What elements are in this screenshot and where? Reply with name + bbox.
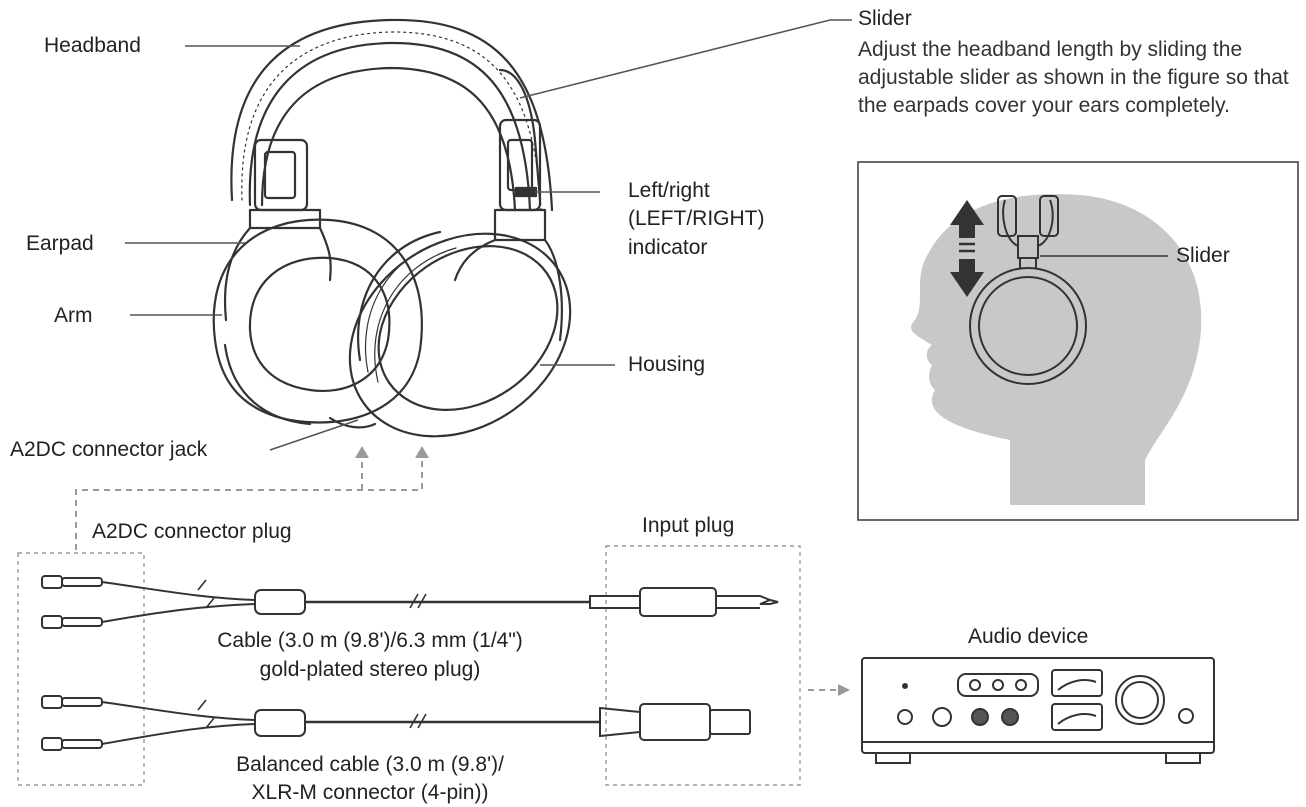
headphones-illustration (212, 18, 572, 438)
cable-breaks (197, 579, 427, 729)
label-cable1-line1: Cable (3.0 m (9.8')/6.3 mm (1/4") (217, 629, 523, 652)
label-inset-slider: Slider (1176, 244, 1230, 267)
label-slider-title: Slider (858, 7, 912, 30)
label-cable2-line1: Balanced cable (3.0 m (9.8')/ (236, 753, 504, 776)
label-a2dc-jack: A2DC connector jack (10, 438, 208, 461)
label-headband: Headband (44, 34, 141, 57)
connection-arrows (75, 458, 840, 691)
label-earpad: Earpad (26, 232, 94, 255)
leader-lines (125, 19, 852, 451)
cables (41, 575, 779, 751)
label-cable2-line2: XLR-M connector (4-pin)) (251, 781, 489, 804)
arrowheads (355, 446, 850, 696)
label-audio-device: Audio device (968, 625, 1089, 648)
inset-head-illustration (911, 194, 1202, 505)
label-lr-indicator-line3: indicator (628, 236, 708, 259)
plug-boxes (17, 545, 801, 786)
label-cable1-line2: gold-plated stereo plug) (259, 658, 481, 681)
label-housing: Housing (628, 353, 706, 376)
label-a2dc-plug: A2DC connector plug (92, 520, 292, 543)
slider-description: Adjust the headband length by sliding th… (858, 38, 1289, 117)
audio-device-illustration (861, 657, 1215, 764)
label-lr-indicator-line2: (LEFT/RIGHT) (628, 207, 765, 230)
label-lr-indicator-line1: Left/right (628, 179, 710, 202)
label-arm: Arm (54, 304, 93, 327)
label-input-plug: Input plug (642, 514, 735, 537)
